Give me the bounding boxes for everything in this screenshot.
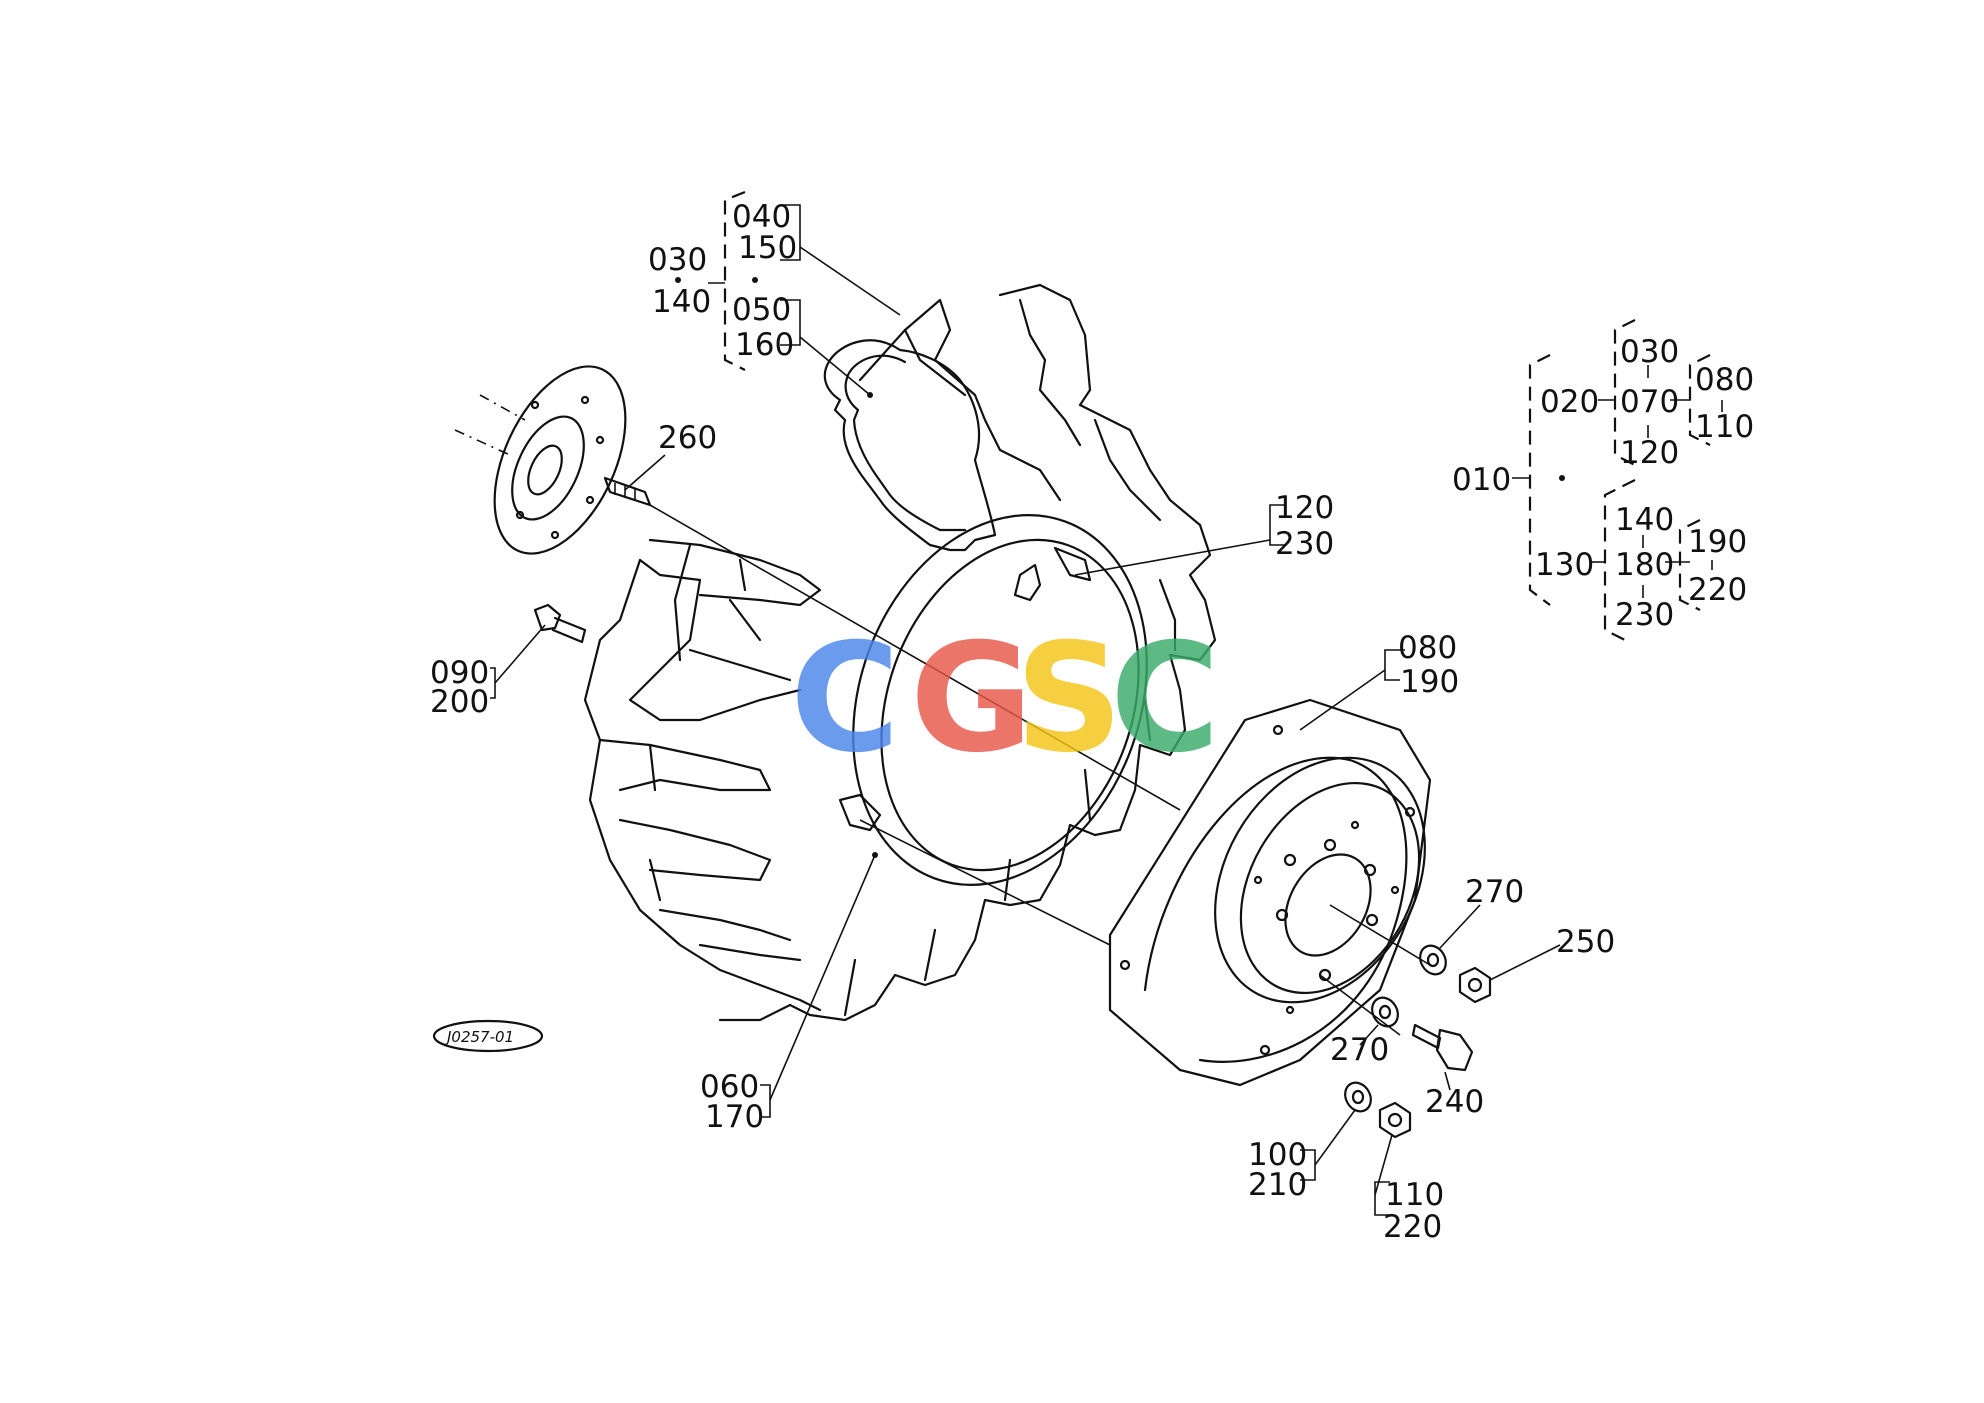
part-label: 180: [1615, 547, 1674, 583]
part-label: 090: [430, 655, 489, 691]
part-label: 240: [1425, 1084, 1484, 1120]
part-label: 070: [1620, 384, 1679, 420]
part-label: 260: [658, 420, 717, 456]
part-label: 080: [1398, 630, 1457, 666]
watermark-letter-c1: C: [790, 612, 900, 786]
part-labels: 030 140 040 150 050 160 260 090 200 120 …: [430, 199, 1754, 1245]
part-label: 050: [732, 292, 791, 328]
leader-lines: [490, 190, 1723, 1216]
part-label: 160: [735, 327, 794, 363]
part-label: 140: [652, 284, 711, 320]
part-label: 270: [1330, 1032, 1389, 1068]
part-label: 030: [648, 242, 707, 278]
part-label: 190: [1688, 524, 1747, 560]
part-label: 190: [1400, 664, 1459, 700]
wheel-disc-drawing: [1108, 698, 1432, 1087]
part-label: 100: [1248, 1137, 1307, 1173]
part-label: 020: [1540, 384, 1599, 420]
part-label: 120: [1275, 490, 1334, 526]
part-label: 030: [1620, 334, 1679, 370]
part-label: 110: [1695, 409, 1754, 445]
part-label: 150: [738, 230, 797, 266]
part-label: 230: [1615, 597, 1674, 633]
part-label: 120: [1620, 435, 1679, 471]
part-label: 040: [732, 199, 791, 235]
part-label: 130: [1535, 547, 1594, 583]
watermark-letter-g: G: [910, 612, 1033, 786]
part-label: 230: [1275, 526, 1334, 562]
axle-hub-drawing: [454, 365, 1181, 951]
part-label: 250: [1556, 924, 1615, 960]
part-label: 080: [1695, 362, 1754, 398]
watermark: C G S C: [790, 612, 1220, 786]
part-label: 200: [430, 684, 489, 720]
part-label: 110: [1385, 1177, 1444, 1213]
part-label: 270: [1465, 874, 1524, 910]
watermark-letter-c2: C: [1110, 612, 1220, 786]
part-label: 140: [1615, 502, 1674, 538]
bolt-090-drawing: [533, 603, 587, 644]
watermark-letter-s: S: [1015, 612, 1123, 786]
tire-drawing: [583, 283, 1217, 1022]
part-label: 060: [700, 1069, 759, 1105]
part-label: 220: [1688, 572, 1747, 608]
part-label: 170: [705, 1099, 764, 1135]
reference-code: J0257-01: [444, 1028, 514, 1046]
fasteners-drawing: [1344, 944, 1492, 1139]
part-label: 220: [1383, 1209, 1442, 1245]
part-label: 210: [1248, 1167, 1307, 1203]
part-label: 010: [1452, 462, 1511, 498]
reference-code-badge: J0257-01: [432, 1019, 544, 1053]
